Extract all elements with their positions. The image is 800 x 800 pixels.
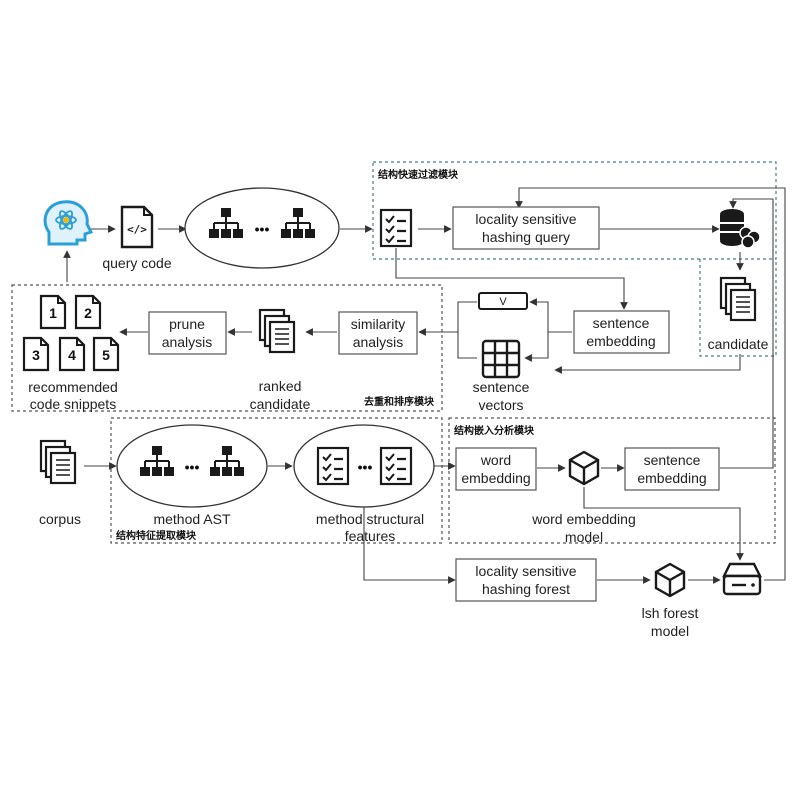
similarity-label-1: similarity [351, 316, 405, 332]
fast-filter-module-label: 结构快速过滤模块 [378, 168, 459, 181]
lsh-model-label-2: model [651, 623, 689, 639]
sentence-vectors-label-2: vectors [478, 397, 523, 413]
snippet-number: 4 [68, 347, 76, 363]
connections [63, 187, 786, 584]
lsh-query-box [452, 206, 600, 250]
sentence-embedding-box-top [573, 310, 670, 354]
corpus-label: corpus [39, 511, 81, 527]
feature-extract-module-label: 结构特征提取模块 [116, 529, 197, 542]
fast-filter-region-top [372, 161, 777, 260]
ellipsis-dots: ••• [185, 459, 200, 475]
ranked-label-2: candidate [250, 396, 311, 412]
checklist-icon [316, 446, 350, 486]
method-features-label-1: method structural [316, 511, 424, 527]
lsh-forest-model-cube-icon [654, 562, 686, 598]
checklist-icon [379, 208, 413, 248]
snippet-number: 3 [32, 347, 40, 363]
prune-label-1: prune [169, 316, 205, 332]
fast-filter-region-right [699, 259, 777, 357]
prune-analysis-box [148, 311, 227, 355]
checklist-icon [379, 446, 413, 486]
database-icon [720, 209, 761, 249]
ranked-label-1: ranked [259, 378, 302, 394]
ellipsis-dots: ••• [358, 459, 373, 475]
lsh-query-label-1: locality sensitive [475, 211, 576, 227]
word-embedding-label-1: word [480, 452, 511, 468]
candidate-documents-icon [719, 276, 757, 322]
sentence-embedding-bottom-label-2: embedding [637, 470, 706, 486]
v-vector-box [478, 292, 528, 310]
lsh-model-label-1: lsh forest [642, 605, 699, 621]
snippet-number: 1 [49, 305, 57, 321]
sentence-embedding-bottom-label-1: sentence [644, 452, 701, 468]
sentence-vectors-label-1: sentence [473, 379, 530, 395]
prune-label-2: analysis [162, 334, 213, 350]
method-ast-ellipse [116, 424, 268, 508]
grid-icon [481, 339, 521, 379]
lsh-forest-label-1: locality sensitive [475, 563, 576, 579]
sentence-embedding-top-label-2: embedding [586, 333, 655, 349]
ranked-documents-icon [258, 308, 296, 354]
ellipsis-dots: ••• [255, 221, 270, 237]
dedup-sort-module-label: 去重和排序模块 [364, 395, 435, 408]
snippet-number: 2 [84, 305, 92, 321]
candidate-label: candidate [708, 336, 769, 352]
method-features-ellipse [293, 424, 435, 508]
word-embedding-model-cube-icon [568, 450, 600, 486]
word-model-label-2: model [565, 529, 603, 545]
code-symbol: </> [127, 223, 147, 236]
lsh-forest-box [455, 558, 597, 602]
recommended-label-1: recommended [28, 379, 118, 395]
sentence-embedding-top-label-1: sentence [593, 315, 650, 331]
sentence-embedding-box-bottom [624, 447, 720, 491]
brain-icon [43, 200, 94, 246]
v-label: V [499, 296, 507, 308]
lsh-forest-label-2: hashing forest [482, 581, 570, 597]
snippet-number: 5 [102, 347, 110, 363]
drive-icon [722, 562, 762, 596]
embed-analysis-region [448, 417, 776, 544]
corpus-documents-icon [39, 439, 77, 485]
similarity-analysis-box [338, 311, 418, 355]
method-ast-label: method AST [153, 511, 230, 527]
embed-analysis-module-label: 结构嵌入分析模块 [454, 424, 535, 437]
query-code-label: query code [102, 255, 171, 271]
similarity-label-2: analysis [353, 334, 404, 350]
method-features-label-2: features [345, 528, 396, 544]
lsh-query-label-2: hashing query [482, 229, 570, 245]
word-embedding-label-2: embedding [461, 470, 530, 486]
word-embedding-box [455, 447, 537, 491]
code-file-icon: </> [120, 205, 154, 249]
recommended-snippets: 1 2 3 4 5 [22, 294, 120, 372]
recommended-label-2: code snippets [30, 396, 116, 412]
dedup-sort-region [11, 284, 443, 412]
word-model-label-1: word embedding [531, 511, 636, 527]
